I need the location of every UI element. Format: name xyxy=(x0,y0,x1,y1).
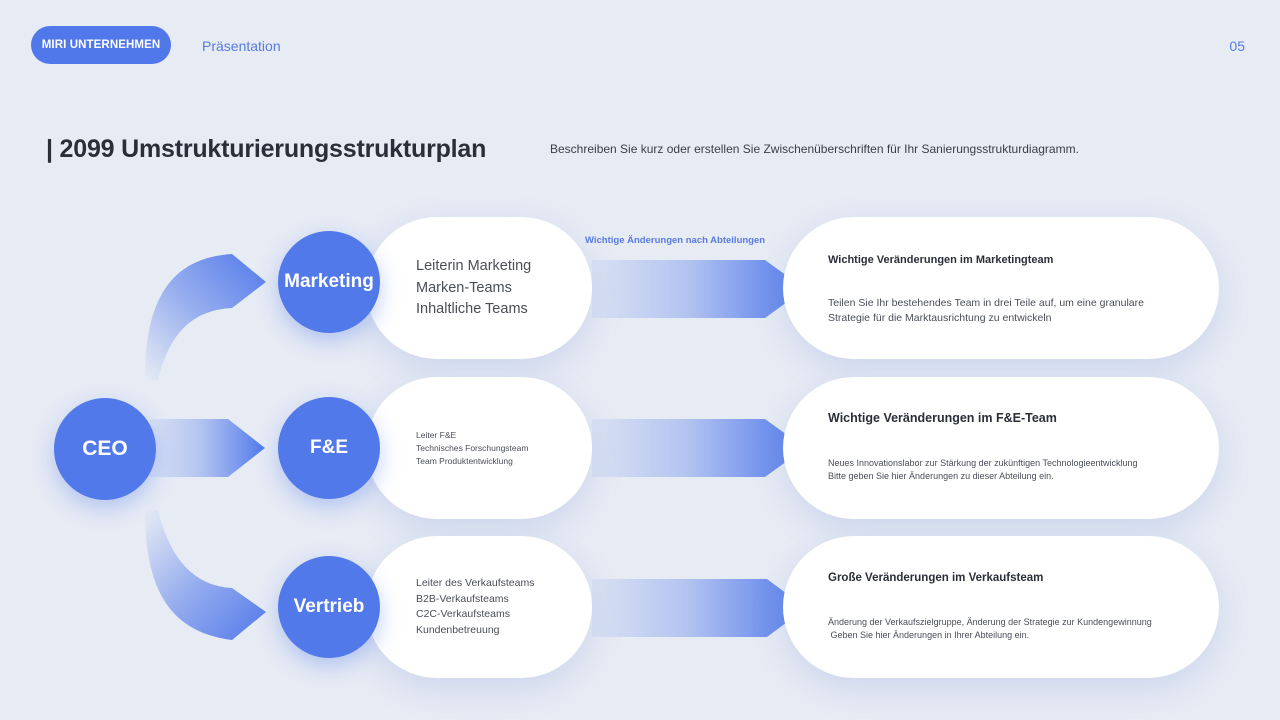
fe-teams-card: Leiter F&E Technisches Forschungsteam Te… xyxy=(366,377,592,519)
vertrieb-team-list: Leiter des Verkaufsteams B2B-Verkaufstea… xyxy=(416,576,534,638)
team-item: Inhaltliche Teams xyxy=(416,301,528,317)
team-item: Leiter des Verkaufsteams xyxy=(416,577,535,589)
team-item: Technisches Forschungsteam xyxy=(416,443,529,453)
team-item: Leiterin Marketing xyxy=(416,258,532,274)
vertrieb-change-card: Große Veränderungen im Verkaufsteam Ände… xyxy=(783,536,1219,678)
change-text-line: Bitte geben Sie hier Änderungen zu diese… xyxy=(828,471,1054,481)
marketing-change-card: Wichtige Veränderungen im Marketingteam … xyxy=(783,217,1219,359)
team-item: Marken-Teams xyxy=(416,279,512,296)
marketing-teams-card: Leiterin Marketing Marken-Teams Inhaltli… xyxy=(366,217,592,359)
arrow-ceo-marketing xyxy=(145,254,266,380)
arrow-ceo-fe xyxy=(150,419,265,477)
change-text: Teilen Sie Ihr bestehendes Team in drei … xyxy=(828,296,1144,326)
change-title: Große Veränderungen im Verkaufsteam xyxy=(828,572,1044,584)
change-text: Änderung der Verkaufszielgruppe, Änderun… xyxy=(828,616,1152,642)
changes-by-department-label: Wichtige Änderungen nach Abteilungen xyxy=(585,235,766,246)
page-subtitle: Beschreiben Sie kurz oder erstellen Sie … xyxy=(550,142,1079,156)
arrow-marketing-change xyxy=(592,260,805,318)
team-item: Team Produktentwicklung xyxy=(416,456,513,466)
fe-change-card: Wichtige Veränderungen im F&E-Team Neues… xyxy=(783,377,1219,519)
team-item: Leiter F&E xyxy=(416,430,457,440)
arrow-ceo-vertrieb xyxy=(145,510,266,640)
fe-team-list: Leiter F&E Technisches Forschungsteam Te… xyxy=(416,429,528,468)
change-text-line: Neues Innovationslabor zur Stärkung der … xyxy=(828,458,1138,468)
arrow-vertrieb-change xyxy=(592,579,806,637)
vertrieb-teams-card: Leiter des Verkaufsteams B2B-Verkaufstea… xyxy=(366,536,592,678)
change-text-line: Teilen Sie Ihr bestehendes Team in drei … xyxy=(828,297,1144,309)
marketing-team-list: Leiterin Marketing Marken-Teams Inhaltli… xyxy=(416,256,531,321)
change-text: Neues Innovationslabor zur Stärkung der … xyxy=(828,457,1138,483)
change-title: Wichtige Veränderungen im F&E-Team xyxy=(828,411,1057,425)
presentation-link[interactable]: Präsentation xyxy=(202,38,281,54)
marketing-node[interactable]: Marketing xyxy=(278,231,380,333)
fe-node[interactable]: F&E xyxy=(278,397,380,499)
change-title: Wichtige Veränderungen im Marketingteam xyxy=(828,254,1054,266)
vertrieb-node[interactable]: Vertrieb xyxy=(278,556,380,658)
ceo-node[interactable]: CEO xyxy=(54,398,156,500)
team-item: B2B-Verkaufsteams xyxy=(416,592,509,605)
change-text-line: Änderung der Verkaufszielgruppe, Änderun… xyxy=(828,617,1152,627)
team-item: Kundenbetreuung xyxy=(416,623,500,636)
arrow-fe-change xyxy=(592,419,805,477)
page-title: | 2099 Umstrukturierungsstrukturplan xyxy=(46,135,487,163)
page-number: 05 xyxy=(1229,38,1245,54)
brand-pill[interactable]: MIRI UNTERNEHMEN xyxy=(31,26,171,64)
team-item: C2C-Verkaufsteams xyxy=(416,608,510,621)
change-text-line: Geben Sie hier Änderungen in Ihrer Abtei… xyxy=(828,630,1030,640)
change-text-line: Strategie für die Marktausrichtung zu en… xyxy=(828,312,1052,324)
